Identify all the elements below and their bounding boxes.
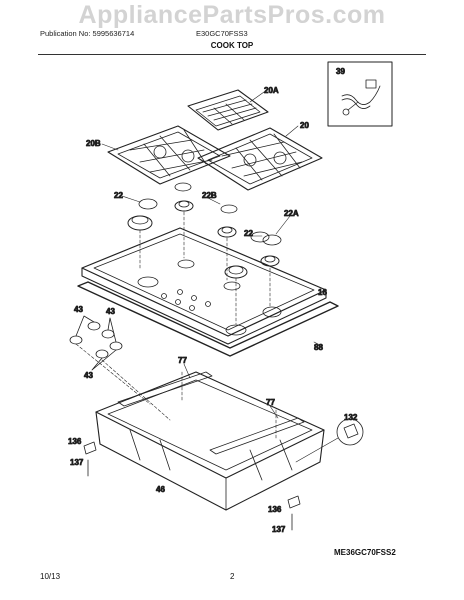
callout-136-right: 136 <box>268 505 282 514</box>
callout-16: 16 <box>318 288 327 297</box>
page-title: COOK TOP <box>210 41 254 50</box>
publication-number: Publication No: 5995636714 <box>40 29 135 38</box>
callout-20a: 20A <box>264 86 279 95</box>
callout-22a: 22A <box>284 209 299 218</box>
callout-132: 132 <box>344 413 358 422</box>
brackets-77 <box>117 371 305 455</box>
callout-46: 46 <box>156 485 165 494</box>
callout-20: 20 <box>300 121 309 130</box>
callout-77-right: 77 <box>266 398 275 407</box>
callout-43-c: 43 <box>84 371 93 380</box>
watermark-text: AppliancePartsPros.com <box>78 1 386 29</box>
part-132 <box>295 418 364 463</box>
callout-43-b: 43 <box>106 307 115 316</box>
callout-22b: 22B <box>202 191 217 200</box>
callout-20b: 20B <box>86 139 101 148</box>
cooktop-16 <box>81 227 327 345</box>
grate-20b <box>107 125 231 185</box>
callout-leaders <box>101 91 327 419</box>
screws-136-137 <box>83 441 301 531</box>
callout-43-a: 43 <box>74 305 83 314</box>
knobs-43 <box>69 315 123 371</box>
page-number: 2 <box>230 572 235 581</box>
grate-20 <box>197 127 323 191</box>
gasket-88 <box>77 281 339 357</box>
burner-heads <box>127 200 280 279</box>
model-number: E30GC70FSS3 <box>196 29 248 38</box>
diagram-code: ME36GC70FSS2 <box>334 548 396 557</box>
inset-39-box <box>327 61 393 127</box>
callout-22-mid: 22 <box>244 229 253 238</box>
callout-77-left: 77 <box>178 356 187 365</box>
burner-box-46 <box>95 371 325 511</box>
grate-20a <box>187 89 269 131</box>
callout-22-left: 22 <box>114 191 123 200</box>
header-divider <box>38 54 426 55</box>
burner-caps <box>138 182 282 246</box>
callout-137-left: 137 <box>70 458 84 467</box>
callout-39: 39 <box>336 67 345 76</box>
footer-date: 10/13 <box>40 572 61 581</box>
callout-137-right: 137 <box>272 525 286 534</box>
callout-88: 88 <box>314 343 323 352</box>
leader-lines <box>75 211 277 441</box>
callout-136-left: 136 <box>68 437 82 446</box>
